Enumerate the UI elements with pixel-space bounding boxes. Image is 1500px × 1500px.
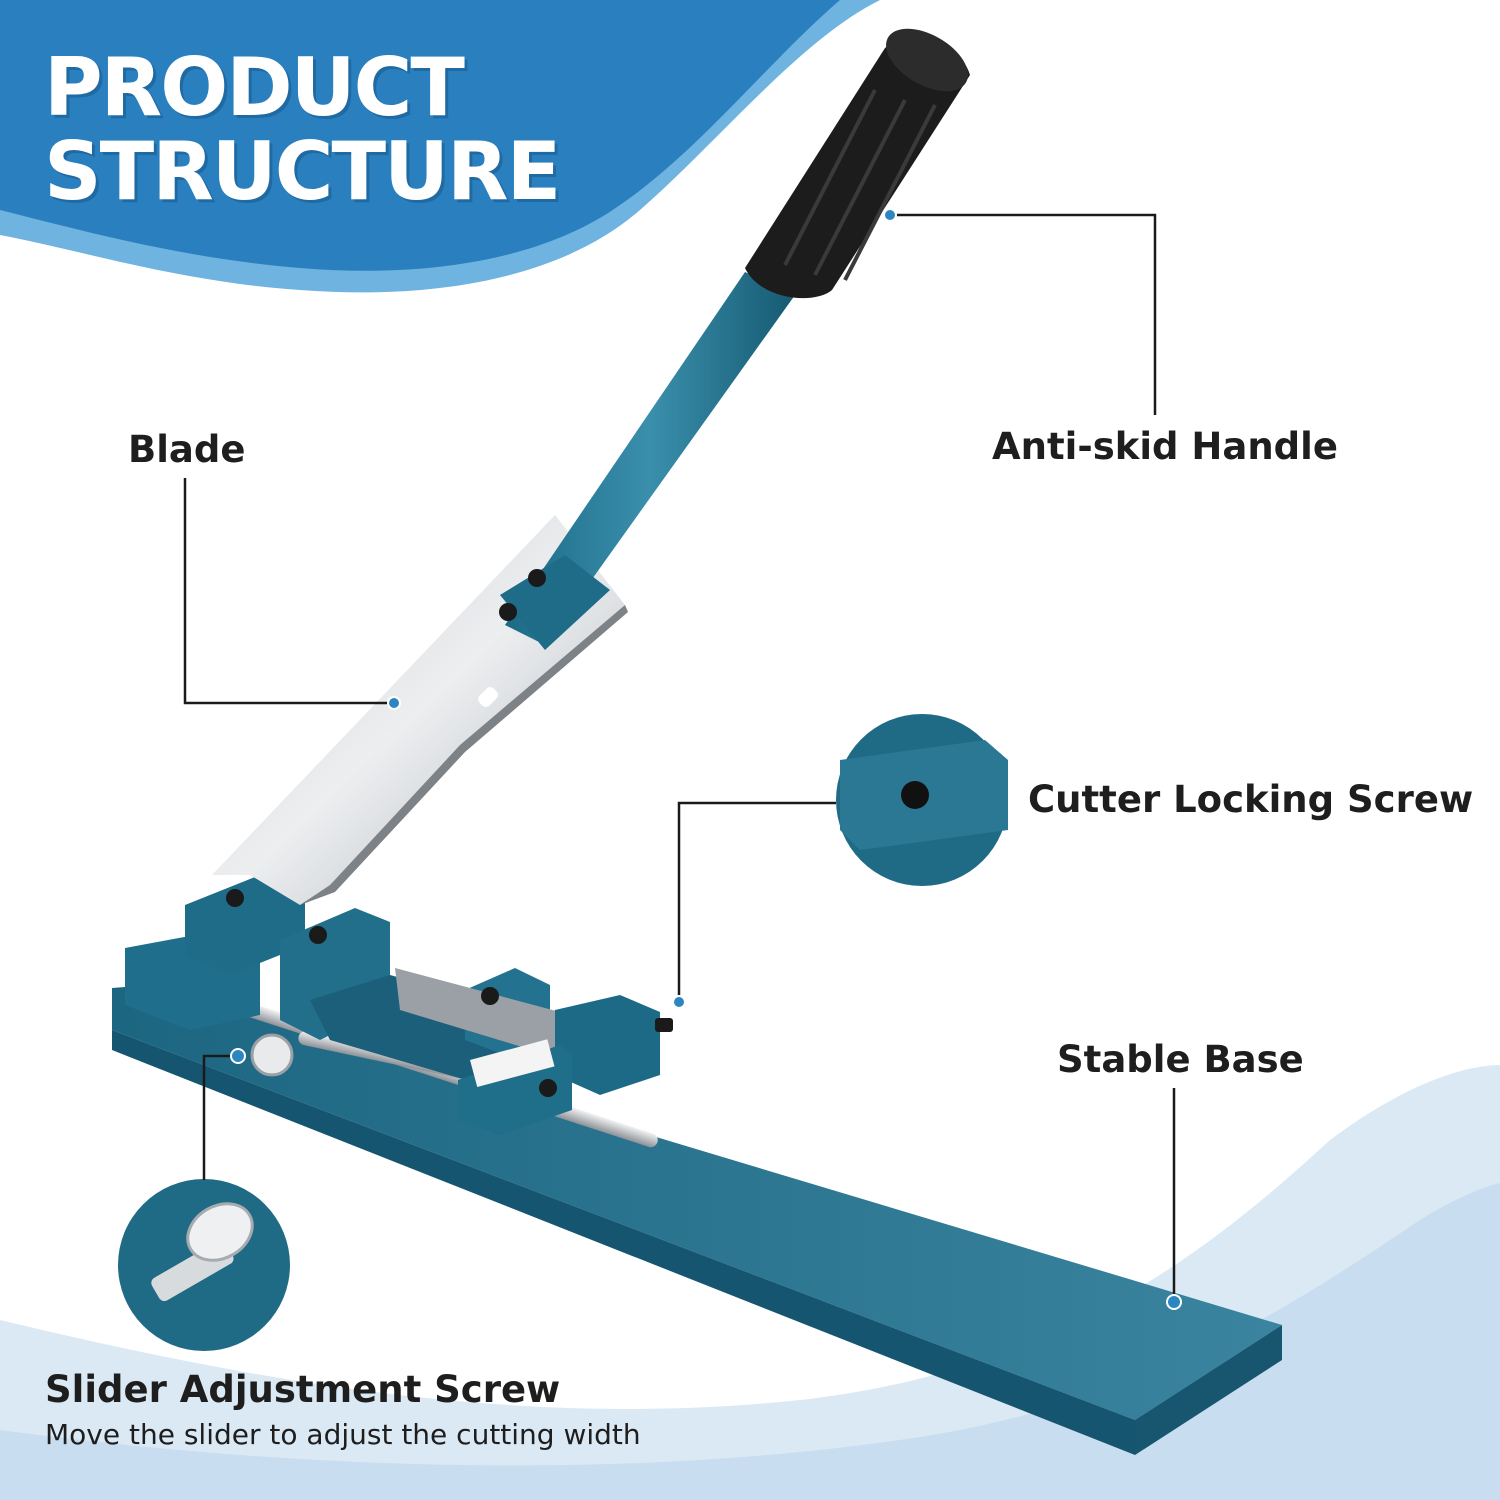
dot-slider (230, 1048, 246, 1064)
label-locking-screw: Cutter Locking Screw (1028, 778, 1474, 821)
base-plate-edge (112, 1030, 1135, 1455)
detail-locking-bolt (901, 781, 929, 809)
slider-knob (250, 1033, 294, 1077)
label-slider-note: Move the slider to adjust the cutting wi… (45, 1418, 641, 1451)
front-block (555, 995, 660, 1095)
dot-locking (672, 995, 686, 1009)
leader-handle (890, 213, 1157, 415)
front-block-hole (539, 1079, 557, 1097)
header-title-line2: STRUCTURE (44, 125, 561, 218)
blade-channel (395, 968, 565, 1060)
label-base: Stable Base (1057, 1038, 1304, 1081)
block-bolt-1 (226, 889, 244, 907)
header-banner (0, 0, 840, 271)
handle-grip-cap (886, 28, 968, 92)
label-blade: Blade (128, 428, 246, 471)
locking-screw-tip (655, 1018, 673, 1032)
label-handle: Anti-skid Handle (992, 425, 1338, 468)
handle-bracket (500, 555, 610, 650)
base-plate-lip (1135, 1325, 1282, 1455)
leader-blade (183, 478, 393, 705)
blade-edge-shadow (300, 605, 628, 905)
bracket-bolt-2 (499, 603, 517, 621)
leader-locking (677, 801, 836, 1002)
clamp-block-1 (185, 875, 305, 975)
block-bolt-2 (309, 926, 327, 944)
dot-handle (883, 208, 897, 222)
block-bolt-3 (481, 987, 499, 1005)
bracket-bolt-1 (528, 569, 546, 587)
dot-base (1166, 1294, 1182, 1310)
dot-blade (387, 696, 401, 710)
blade-slot (478, 687, 498, 707)
header-title-line1: PRODUCT (44, 41, 465, 134)
handle-grip-ridge (783, 89, 937, 281)
leader-slider (202, 1054, 238, 1180)
detail-screw-head (186, 1202, 254, 1262)
handle-tube (505, 272, 795, 645)
label-sticker (469, 1039, 555, 1088)
label-slider-screw: Slider Adjustment Screw (45, 1368, 561, 1411)
base-plate (112, 985, 1282, 1420)
